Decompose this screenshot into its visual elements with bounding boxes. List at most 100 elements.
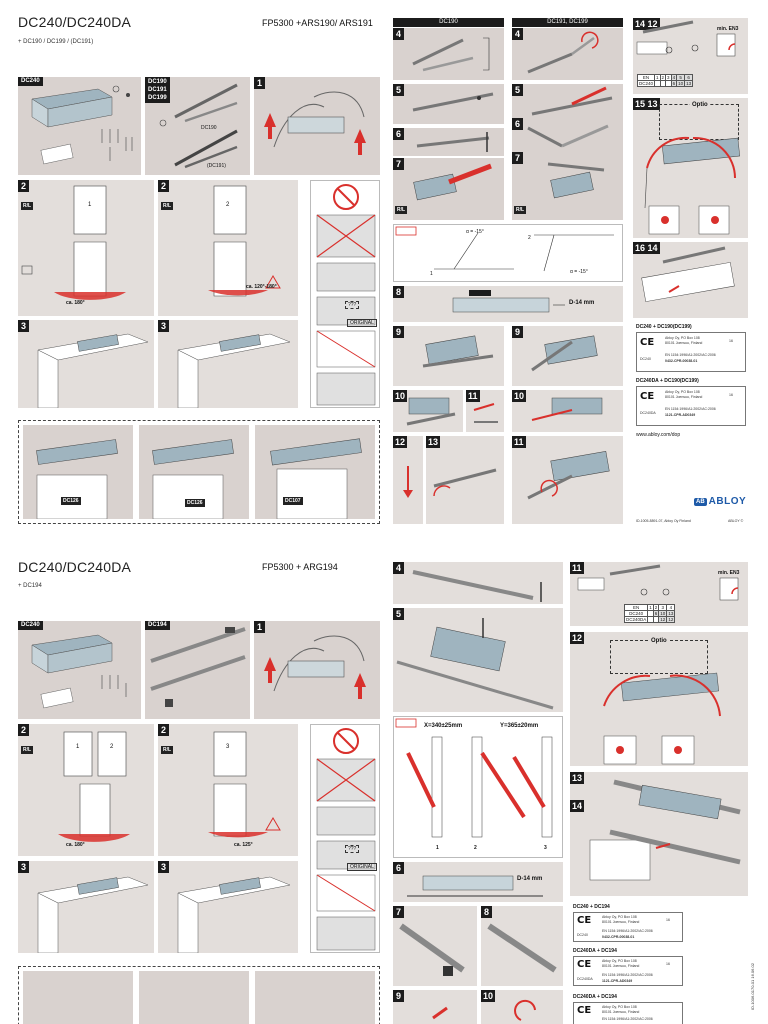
ce-standard: EN 1154:1996/A1:2002/AC:2006 bbox=[602, 929, 653, 933]
step-label: 16 bbox=[635, 243, 646, 253]
step-number: 5 bbox=[393, 84, 404, 96]
step-number: 14 bbox=[570, 800, 585, 812]
model-label: DC190 bbox=[148, 79, 167, 85]
panel-step-3a: 3 bbox=[18, 320, 154, 408]
dimension-label: Y=365±20mm bbox=[500, 723, 539, 729]
arm-tag: (DC191) bbox=[207, 163, 226, 169]
page-title: DC240/DC240DA bbox=[18, 559, 132, 575]
panel-step-3a: 3 bbox=[18, 861, 154, 953]
step-number: 13 bbox=[570, 772, 585, 784]
rl-badge: R/L bbox=[514, 206, 527, 214]
abloy-logo-mark-icon: AB bbox=[694, 497, 707, 506]
svg-text:1: 1 bbox=[76, 744, 80, 750]
ce-title: DC240DA + DC190(DC199) bbox=[636, 378, 699, 384]
mount-illustration bbox=[177, 876, 291, 953]
panel-step-12: 12 Optio bbox=[570, 632, 748, 766]
original-label: ORIGINAL bbox=[347, 863, 377, 871]
en-table: EN 1 2 3 4 DC240 6 10 13 DC240DA 12 12 bbox=[623, 604, 676, 623]
abloy-logo: AB ABLOY bbox=[694, 496, 746, 507]
step-label: 14 bbox=[635, 19, 646, 29]
step-number: 6 bbox=[393, 128, 404, 140]
panel-dc240-kit: DC240 bbox=[18, 621, 141, 719]
ce-title: DC240DA + DC194 bbox=[573, 948, 617, 954]
step-label: 12 bbox=[647, 19, 658, 29]
ce-title: DC240 + DC194 bbox=[573, 904, 610, 910]
panel-step-11a: 11 bbox=[466, 390, 504, 432]
panel-warnings: ??? ORIGINAL bbox=[310, 724, 380, 953]
question-label: ??? bbox=[345, 301, 360, 309]
step-number: 5 bbox=[512, 84, 523, 96]
hands-illustration bbox=[264, 91, 366, 155]
ce-cert: 0432-CPR-00038-01 bbox=[665, 359, 698, 363]
panel-step-13-14: 13 14 bbox=[570, 772, 748, 896]
variants-box bbox=[18, 966, 380, 1024]
panel-step-2a: 2 R/L 1 2 ca. 180° bbox=[18, 724, 154, 856]
variant-panel: DC126 bbox=[23, 425, 133, 519]
panel-step-6: 6 D-14 mm bbox=[393, 862, 563, 902]
position-label: 1 bbox=[436, 845, 439, 851]
ce-year: 16 bbox=[666, 962, 670, 966]
step-number: 8 bbox=[481, 906, 492, 918]
panel-geometry: X=340±25mm Y=365±20mm 1 2 3 bbox=[393, 716, 563, 858]
ce-city: 80101 Joensuu, Finland bbox=[602, 920, 640, 924]
closer-body-illustration bbox=[31, 85, 133, 165]
panel-step-16: 16 14 bbox=[633, 242, 748, 318]
step-number: 4 bbox=[393, 28, 404, 40]
ce-company: Abloy Oy, PO Box 108 bbox=[602, 915, 637, 919]
arm-illustration bbox=[412, 37, 490, 72]
step-number: 12 bbox=[570, 632, 585, 644]
door-swing-illustration: 1 bbox=[21, 185, 126, 300]
step-number: 5 bbox=[393, 608, 404, 620]
ce-city: 80101 Joensuu, Finland bbox=[665, 341, 703, 345]
header-dc194: DC194 bbox=[145, 621, 170, 630]
dimension-label: D-14 mm bbox=[569, 300, 595, 306]
mount-illustration bbox=[37, 333, 149, 408]
step-number: 7 bbox=[512, 152, 523, 164]
angle-diagram: 1 2 bbox=[395, 226, 614, 277]
panel-step-13a: 13 bbox=[426, 436, 504, 524]
arm-illustration bbox=[531, 86, 613, 116]
hands-illustration bbox=[264, 635, 366, 699]
step-number: 6 bbox=[393, 862, 404, 874]
step-number: 3 bbox=[18, 320, 29, 332]
step-number: 9 bbox=[393, 990, 404, 1002]
ce-table: CE Abloy Oy, PO Box 108 80101 Joensuu, F… bbox=[636, 332, 746, 372]
panel-step-2b: 2 R/L 2 ca. 120°-180° bbox=[158, 180, 298, 316]
mount-illustration bbox=[177, 333, 291, 408]
ce-city: 80101 Joensuu, Finland bbox=[665, 395, 703, 399]
arm-closer-illustration bbox=[422, 335, 494, 368]
geometry-diagram bbox=[395, 718, 553, 838]
ce-year: 16 bbox=[729, 339, 733, 343]
panel-step-4a: 4 bbox=[393, 28, 504, 80]
closer-illustration bbox=[396, 618, 554, 710]
dop-link[interactable]: www.abloy.com/dop bbox=[636, 432, 681, 438]
angle-label: ca. 125° bbox=[234, 842, 253, 848]
ce-cert: 1121-CPR-AD0349 bbox=[602, 979, 633, 983]
arm-illustration bbox=[412, 92, 494, 112]
variant-label: DC126 bbox=[61, 497, 81, 505]
ce-standard: EN 1154:1996/A1:2002/AC:2006 bbox=[602, 1017, 653, 1021]
panel-step-5: 5 bbox=[393, 608, 563, 712]
step-label: 15 bbox=[635, 99, 646, 109]
arm-closer-illustration bbox=[531, 335, 598, 372]
header-dc190: DC190 bbox=[393, 18, 504, 27]
ce-mark-icon: CE bbox=[577, 1005, 592, 1016]
door-swing-illustration: 3 bbox=[208, 731, 281, 838]
arm-illustration bbox=[416, 132, 490, 152]
arrow-illustration bbox=[403, 466, 413, 498]
en-row-label: DC240 bbox=[636, 80, 656, 87]
variant-illustration bbox=[270, 438, 362, 519]
step-number: 4 bbox=[393, 562, 404, 574]
footer-left: ID-1005-8891-07, Abloy Oy Finland bbox=[636, 519, 691, 523]
step-number: 10 bbox=[393, 390, 408, 402]
ce-mark-icon: CE bbox=[640, 391, 655, 402]
step-number: 9 bbox=[393, 326, 404, 338]
step-number: 12 bbox=[393, 436, 408, 448]
step-label: 14 bbox=[647, 243, 658, 253]
arm-illustration bbox=[527, 31, 599, 74]
panel-step-14: 14 12 min. EN3 EN 1 2 3 4 5 6 DC240 6 bbox=[633, 18, 748, 94]
ce-mark-icon: CE bbox=[577, 915, 592, 926]
panel-step-11: 11 min. EN3 EN 1 2 3 4 DC240 6 10 13 DC2… bbox=[570, 562, 748, 626]
ce-standard: EN 1154:1996/A1:2002/AC:2006 bbox=[602, 973, 653, 977]
rl-badge: R/L bbox=[161, 746, 174, 754]
